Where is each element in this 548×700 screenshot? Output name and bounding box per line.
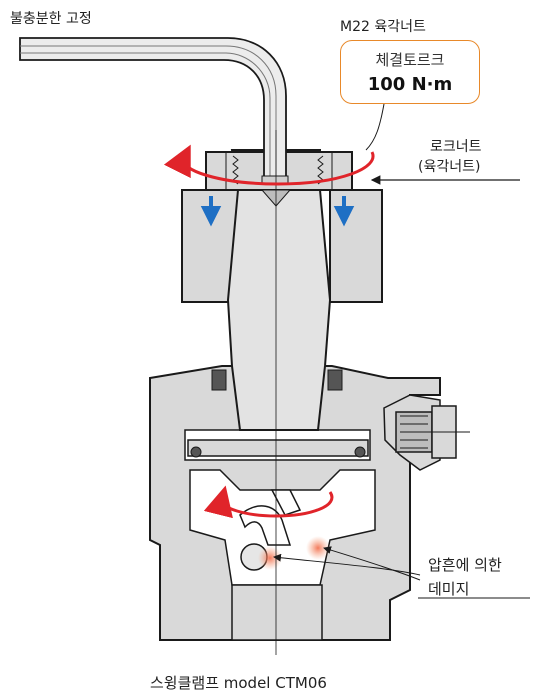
damage-leader-2 — [323, 546, 421, 581]
blue-arrow-right — [333, 196, 355, 227]
seal-right — [354, 446, 366, 458]
torque-value: 100 N·m — [367, 74, 453, 95]
damage-label-line2: 데미지 — [428, 580, 470, 598]
seal-left — [190, 446, 202, 458]
damage-spot-left — [258, 546, 282, 570]
piston-plate — [187, 439, 369, 457]
locknut-label-line2: (육각너트) — [418, 159, 481, 175]
rotation-arrow-upper — [163, 144, 375, 186]
damage-label-line1: 압흔에 의한 — [428, 556, 502, 574]
torque-leader — [365, 103, 385, 151]
blue-arrow-left — [200, 196, 222, 227]
rod-seal-left — [211, 369, 227, 391]
fixed-part-label: 불충분한 고정 — [10, 11, 92, 27]
rod-seal-right — [327, 369, 343, 391]
damage-spot-right — [306, 536, 330, 560]
torque-callout: 체결토르크 100 N·m — [340, 40, 480, 104]
locknut-label-line1: 로크너트 — [430, 139, 482, 155]
damage-leader-1 — [273, 553, 421, 576]
torque-title: 체결토르크 — [375, 51, 445, 69]
bottom-bore — [231, 584, 323, 641]
nut-label: M22 육각너트 — [340, 19, 426, 35]
rotation-arrow-lower — [203, 485, 334, 519]
caption: 스윙클램프 model CTM06 — [150, 674, 327, 692]
